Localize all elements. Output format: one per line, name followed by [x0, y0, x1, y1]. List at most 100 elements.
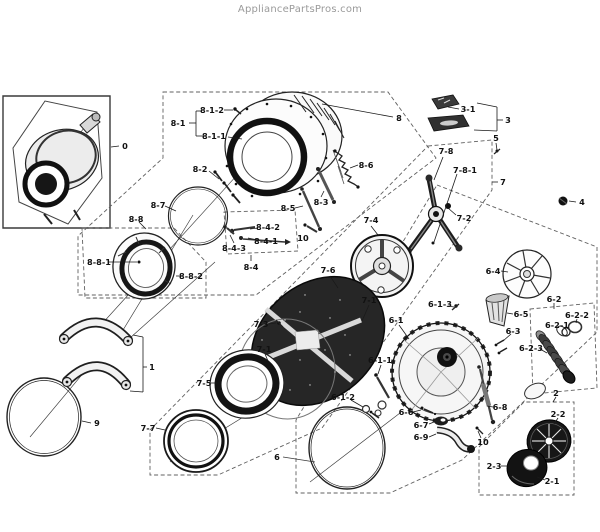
leader-dot-7-8-1	[431, 241, 435, 245]
leader-line-0	[110, 145, 120, 148]
part-label-1: 1	[149, 362, 155, 372]
part-label-6-2-3: 6-2-3	[519, 343, 543, 353]
leader-line-2	[552, 396, 557, 403]
seal-2-1-highlight	[511, 475, 535, 485]
leader-line-6-2-2	[575, 318, 578, 324]
part-label-6-4: 6-4	[486, 266, 501, 276]
part-label-6: 6	[274, 452, 280, 462]
screw-5-shaft	[493, 148, 501, 155]
drum-speckle	[289, 389, 291, 391]
bolt-8-4-1	[242, 238, 286, 243]
part-label-6-5: 6-5	[514, 309, 529, 319]
part-label-8-2: 8-2	[193, 164, 208, 174]
leader-line-8-5	[294, 205, 304, 209]
part-label-0: 0	[122, 141, 128, 151]
tub-fin	[334, 120, 345, 139]
elbow-6-9-face	[436, 428, 472, 452]
motor-hexagon	[12, 100, 103, 225]
label-bracket-line	[132, 334, 144, 338]
fan-blade	[518, 279, 526, 297]
damper-8-3-end	[316, 167, 320, 171]
ring-7-5-inner	[226, 365, 268, 403]
counterweight-bolt	[126, 339, 130, 343]
rim-screw	[250, 194, 254, 198]
leader-line-8-4-1	[247, 237, 258, 241]
part-label-7-3: 7-3	[254, 319, 269, 329]
part-label-7-4: 7-4	[364, 215, 379, 225]
leader-line-6-1-2	[350, 399, 364, 408]
tub-rib	[335, 157, 344, 179]
leader-line-3-1	[447, 106, 460, 110]
rim-screw	[245, 107, 249, 111]
ring-7-5-band	[214, 353, 280, 415]
leader-line-6-1-3	[447, 305, 455, 308]
part-label-6-7: 6-7	[414, 420, 429, 430]
leader-line-7-7	[155, 427, 166, 431]
ring-7-7-band	[167, 413, 225, 469]
drum-rear-hole	[393, 246, 401, 254]
part-label-6-1: 6-1	[389, 315, 404, 325]
rim-screw	[289, 104, 293, 108]
gasket-8-7-inner	[170, 188, 226, 244]
leader-line-8-3	[320, 190, 325, 198]
cone-6-5-stripe	[497, 301, 500, 322]
rear-tub-hub-dot	[445, 355, 449, 359]
construction-line	[99, 151, 259, 327]
leader-line-8-2	[208, 170, 220, 180]
construction-line	[309, 412, 401, 483]
balance-ring-band	[119, 239, 173, 297]
bolt-10a	[306, 225, 318, 233]
rear-tub-radial	[403, 339, 442, 373]
box-section-2	[478, 401, 575, 496]
spider-arm-cap	[425, 174, 433, 182]
screw-10b-shaft	[477, 428, 484, 435]
screw-6-3	[499, 347, 508, 353]
part-label-10: 10	[297, 233, 309, 243]
rim-screw	[234, 182, 238, 186]
counterweight-1b-face	[63, 363, 130, 388]
part-label-8-4: 8-4	[244, 262, 259, 272]
fan-blade	[529, 278, 540, 295]
part-label-4: 4	[579, 197, 585, 207]
counterweight-bolt	[65, 380, 69, 384]
leader-line-6-7	[428, 421, 435, 425]
leader-dot-8-8-1	[137, 260, 141, 264]
leader-line-6-3	[502, 333, 512, 342]
part-label-8-1-2: 8-1-2	[200, 105, 224, 115]
bolt-8-4-2	[233, 226, 256, 231]
gasket-9-outer	[6, 377, 82, 457]
bolt-10a-head	[303, 223, 307, 227]
tub-fin	[293, 94, 307, 113]
screw-6-1-2	[371, 412, 380, 419]
counterweight-1a-face	[60, 319, 132, 344]
part-label-3: 3	[505, 115, 511, 125]
box-section-7	[149, 139, 493, 476]
leader-line-6-2-3	[539, 348, 548, 354]
leader-line-7-1	[361, 304, 370, 322]
screw-6-1-2-head	[369, 410, 373, 414]
leader-line-6-4	[500, 270, 509, 273]
drum-speckle	[299, 311, 301, 313]
washer-6-1-1	[374, 409, 382, 417]
gasket-6-outer	[308, 406, 386, 490]
bolt-6-1-1-head	[374, 373, 378, 377]
part-label-8-8-2: 8-8-2	[179, 271, 203, 281]
rear-tub-radial	[440, 371, 476, 409]
fan-blade	[532, 274, 551, 279]
gasket-8-7-outer	[167, 186, 229, 246]
leader-line-7-6	[329, 275, 339, 289]
fan-hub-hole	[523, 270, 531, 278]
drum-speckle	[334, 371, 336, 373]
screw-6-3-head	[497, 351, 501, 355]
part-label-2: 2	[553, 388, 559, 398]
drum-rear-hole	[364, 245, 372, 253]
rod-6-8-end	[490, 419, 496, 425]
drum-speckle	[261, 339, 263, 341]
spring-8-6-hook	[333, 149, 337, 153]
rod-6-8-end	[477, 365, 481, 369]
part-label-8-7: 8-7	[151, 200, 166, 210]
box-section-8-8	[81, 227, 207, 299]
washer-6-1-1	[377, 400, 387, 410]
